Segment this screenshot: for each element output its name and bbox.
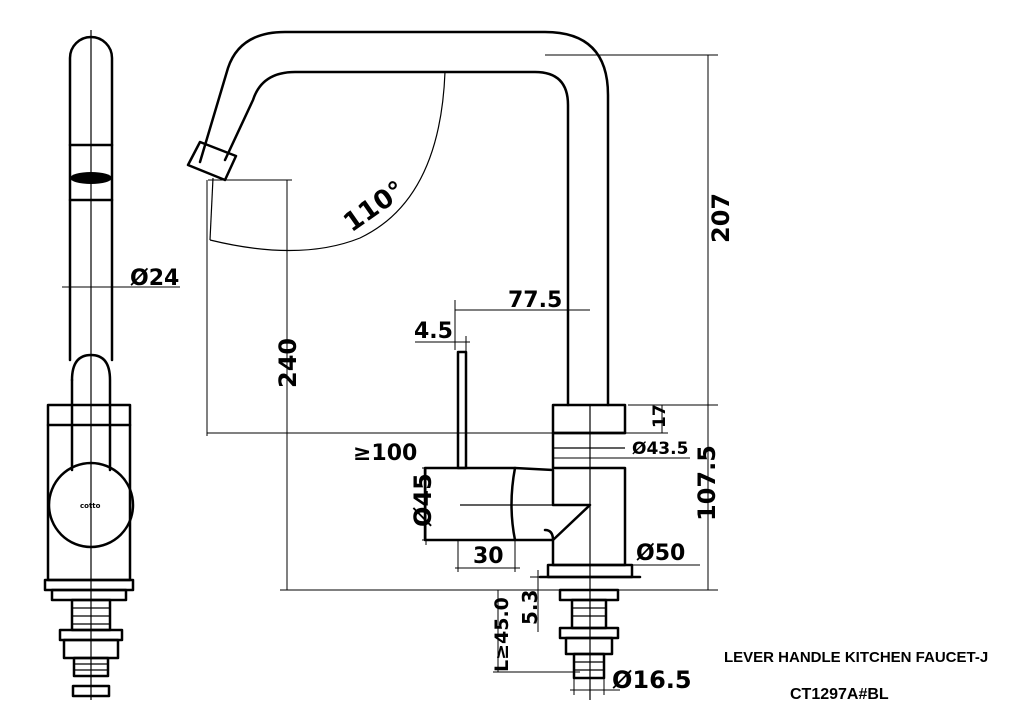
side-view: cotto Ø24 [43, 30, 180, 700]
dim-swivel-angle: 110° [338, 175, 410, 238]
front-view: 110° 207 [186, 30, 735, 700]
brand-mark: cotto [80, 502, 101, 510]
dim-handle-length: 30 [473, 544, 504, 569]
dim-top-collar: 17 [650, 404, 670, 428]
dim-total-height: 240 [274, 338, 302, 388]
dim-base-diameter: Ø50 [636, 541, 685, 566]
dim-base-thickness: 5.3 [518, 590, 542, 625]
dim-min-clearance: ≥100 [353, 441, 417, 466]
dim-shank-diameter: Ø16.5 [612, 666, 692, 694]
model-number: CT1297A#BL [790, 686, 889, 703]
drawing-title: LEVER HANDLE KITCHEN FAUCET-J [724, 649, 988, 666]
dim-shank-length: L≥45.0 [491, 597, 513, 672]
dim-pipe-diameter: Ø24 [130, 266, 179, 291]
dim-spout-reach: 77.5 [508, 288, 562, 313]
dim-collar-diameter: Ø43.5 [632, 439, 688, 459]
dim-handle-diameter: Ø45 [409, 473, 437, 527]
dim-spout-height: 207 [707, 193, 735, 243]
dim-body-height: 107.5 [693, 445, 721, 521]
dim-lever-thickness: 4.5 [414, 319, 453, 344]
